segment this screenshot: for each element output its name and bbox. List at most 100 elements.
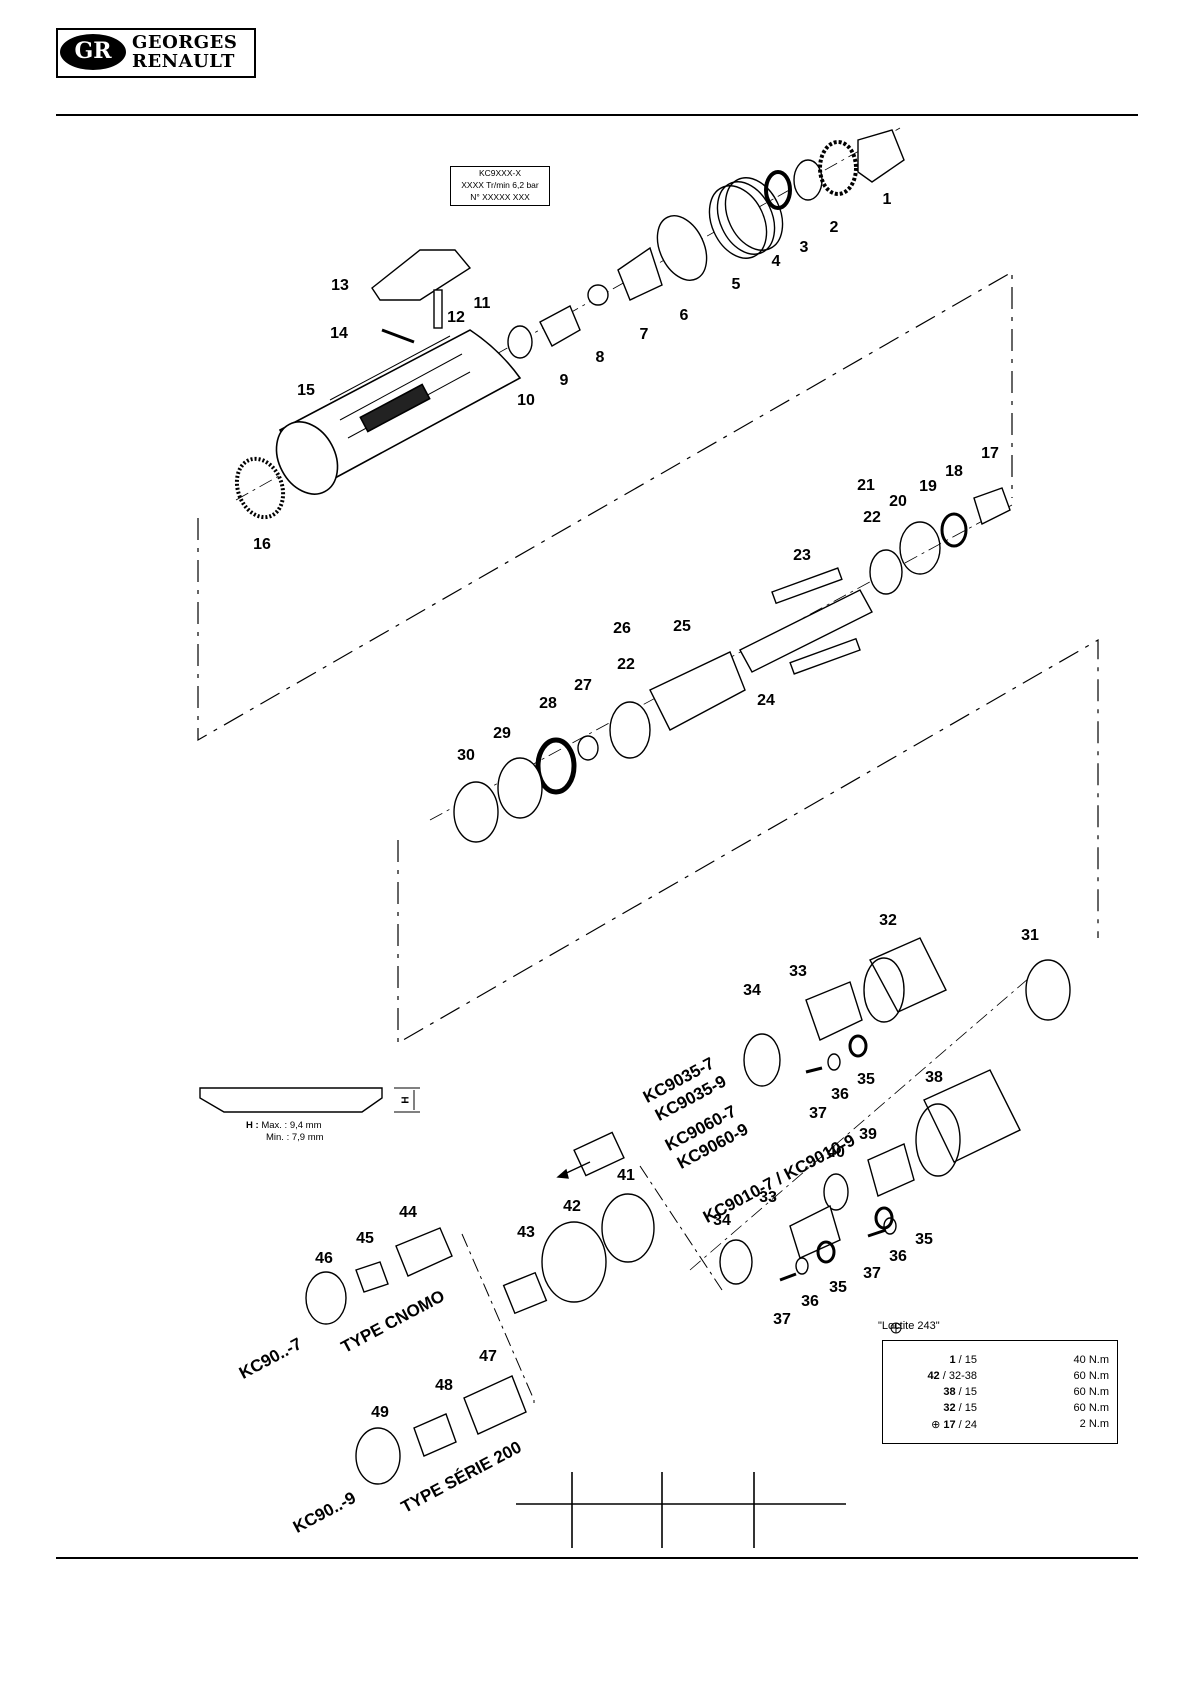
torque-value: 40 N.m [1073, 1354, 1109, 1366]
callout-number: 37 [773, 1311, 791, 1328]
torque-part: 42 [927, 1370, 940, 1382]
torque-part: 32 [943, 1402, 956, 1414]
valve-part [433, 289, 443, 329]
callout-number: 36 [889, 1248, 907, 1265]
nameplate-model: KC9XXX-X [478, 168, 522, 178]
logo-line-georges: GEORGES [132, 32, 238, 53]
callout-number: 9 [559, 372, 569, 389]
planet-gear-part-35 [848, 1034, 868, 1058]
bearing-part-18 [940, 512, 968, 548]
sleeve-part-43 [502, 1271, 548, 1315]
loctite-symbol-icon [890, 1322, 902, 1334]
nut-part-41 [601, 1193, 655, 1263]
hex-key-sketch [573, 1131, 625, 1177]
header-rule [56, 114, 1138, 116]
bearing-part-2 [818, 140, 858, 196]
nameplate-label: KC9XXX-X XXXX Tr/min 6,2 bar N° XXXXX XX… [450, 166, 550, 206]
callout-number: 27 [574, 677, 592, 694]
logo-monogram: GR [60, 34, 126, 70]
callout-number: 34 [713, 1212, 731, 1229]
washer-part-3 [793, 159, 823, 201]
callout-number: 2 [829, 219, 839, 236]
callout-number: 11 [473, 295, 491, 312]
cylinder-part-25 [649, 651, 746, 731]
callout-number: 5 [731, 276, 741, 293]
callout-number: 40 [827, 1144, 845, 1161]
georges-renault-logo: GR GEORGES RENAULT [56, 28, 256, 78]
height-note: H : Max. : 9,4 mm Min. : 7,9 mm [246, 1120, 324, 1144]
torque-mate: / 24 [955, 1419, 977, 1431]
callout-number: 31 [1021, 927, 1039, 944]
callout-number: 34 [743, 982, 761, 999]
rotor-part-24 [739, 589, 873, 673]
torque-mate: / 32-38 [939, 1370, 977, 1382]
washer-part-10 [507, 325, 533, 359]
callout-number: 3 [799, 239, 809, 256]
callout-number: 10 [517, 392, 535, 409]
callout-number: 13 [331, 277, 349, 294]
callout-number: 49 [371, 1404, 389, 1421]
collet-part-48 [413, 1413, 457, 1457]
spring-part-5 [708, 185, 768, 259]
ring-gear-part-38 [923, 1069, 1021, 1163]
callout-number: 35 [829, 1279, 847, 1296]
torque-value: 60 N.m [1073, 1370, 1109, 1382]
ring-part-6 [656, 215, 708, 281]
height-note-label: H : [246, 1120, 259, 1131]
callout-number: 29 [493, 725, 511, 742]
callout-number: 23 [793, 547, 811, 564]
rotor-nut-part-8 [587, 284, 609, 306]
bearing-part-28 [535, 737, 577, 795]
torque-part: 17 [943, 1419, 956, 1431]
height-note-min: Min. : 7,9 mm [266, 1132, 324, 1143]
callout-number: 1 [882, 191, 892, 208]
bushing-part-9 [539, 305, 581, 347]
callout-number: 37 [809, 1105, 827, 1122]
callout-number: 15 [297, 382, 315, 399]
torque-mate: / 15 [955, 1402, 977, 1414]
callout-number: 12 [447, 309, 465, 326]
callout-number: 28 [539, 695, 557, 712]
callout-number: 35 [857, 1071, 875, 1088]
torque-value: 2 N.m [1079, 1418, 1109, 1430]
washer-part-34 [743, 1033, 781, 1087]
end-plate-part-20 [869, 549, 903, 595]
callout-number: 44 [399, 1204, 417, 1221]
callout-number: 26 [613, 620, 631, 637]
end-plate-part-22 [609, 701, 651, 759]
nut-part-49 [355, 1427, 401, 1485]
callout-number: 24 [757, 692, 775, 709]
o-ring-part-4 [764, 170, 792, 210]
callout-number: 45 [356, 1230, 374, 1247]
cone-part-7 [617, 246, 663, 301]
seal-part-29 [497, 757, 543, 819]
torque-part: 38 [943, 1386, 956, 1398]
torque-part: 1 [949, 1354, 956, 1366]
torque-value: 60 N.m [1073, 1386, 1109, 1398]
callout-number: 35 [915, 1231, 933, 1248]
callout-number: 22 [863, 509, 881, 526]
nut-part-27 [577, 735, 599, 761]
callout-number: 19 [919, 478, 937, 495]
revision-grid [516, 1472, 846, 1548]
vane-part-23 [771, 567, 843, 605]
loctite-note: "Loctite 243" [878, 1320, 940, 1332]
height-gauge-sketch [199, 1087, 420, 1113]
lever-part [371, 249, 472, 301]
callout-number: 37 [863, 1265, 881, 1282]
torque-row: 42 / 32-38 60 N.m [883, 1369, 1117, 1385]
callout-number: 46 [315, 1250, 333, 1267]
washer-part-31 [1025, 959, 1071, 1021]
nut-part-46 [305, 1271, 347, 1325]
callout-number: 39 [859, 1126, 877, 1143]
logo-monogram-text: GR [74, 38, 112, 64]
collet-part-45 [355, 1261, 389, 1293]
callout-number: 33 [789, 963, 807, 980]
height-note-max: Max. : 9,4 mm [261, 1120, 322, 1131]
callout-number: 25 [673, 618, 691, 635]
callout-number: 16 [253, 536, 271, 553]
torque-value: 60 N.m [1073, 1402, 1109, 1414]
callout-number: 4 [771, 253, 781, 270]
callout-number: 41 [617, 1167, 635, 1184]
planet-carrier-part-33 [805, 981, 863, 1041]
